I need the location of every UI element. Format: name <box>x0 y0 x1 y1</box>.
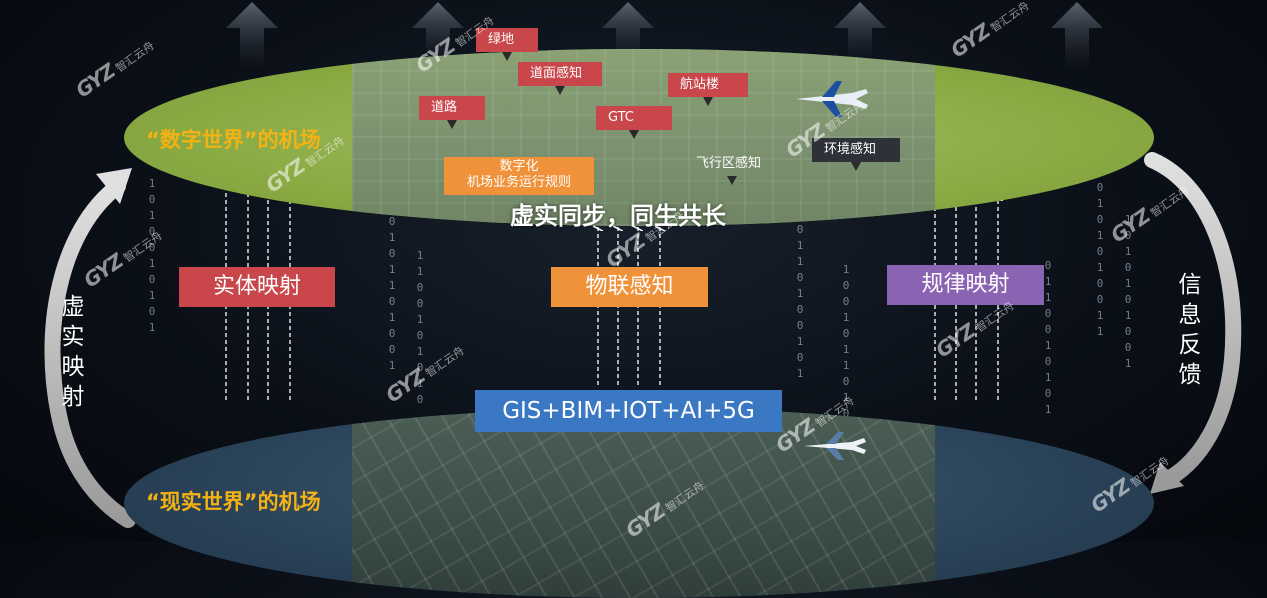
tag-gtc: GTC <box>596 106 672 130</box>
binary-column: 0110100101 <box>796 222 804 382</box>
left-side-label: 虚 实 映 射 <box>58 292 88 412</box>
up-arrow-icon <box>1051 2 1103 70</box>
digital-world-title: “数字世界”的机场 <box>146 124 321 154</box>
up-arrow-icon <box>226 2 278 70</box>
entity-mapping-box: 实体映射 <box>179 267 335 307</box>
binary-column: 1010010101 <box>148 176 156 336</box>
tag-terminal: 航站楼 <box>668 73 748 97</box>
binary-column: 0101101001 <box>388 214 396 374</box>
tag-flight-area: 飞行区感知 <box>684 152 780 176</box>
rule-mapping-box: 规律映射 <box>887 265 1044 305</box>
tech-stack-box: GIS+BIM+IOT+AI+5G <box>475 390 782 432</box>
tag-road-sensing: 道面感知 <box>518 62 602 86</box>
right-side-label: 信 息 反 馈 <box>1175 270 1205 390</box>
tag-env-sensing: 环境感知 <box>812 138 900 162</box>
binary-column: 0110010101 <box>1044 258 1052 418</box>
binary-column: 0101010011 <box>1096 180 1104 340</box>
tag-road: 道路 <box>419 96 485 120</box>
real-world-title: “现实世界”的机场 <box>146 486 321 516</box>
tag-digital-rules: 数字化 机场业务运行规则 <box>444 157 594 195</box>
iot-sensing-box: 物联感知 <box>551 267 708 307</box>
sync-slogan: 虚实同步，同生共长 <box>510 196 726 231</box>
